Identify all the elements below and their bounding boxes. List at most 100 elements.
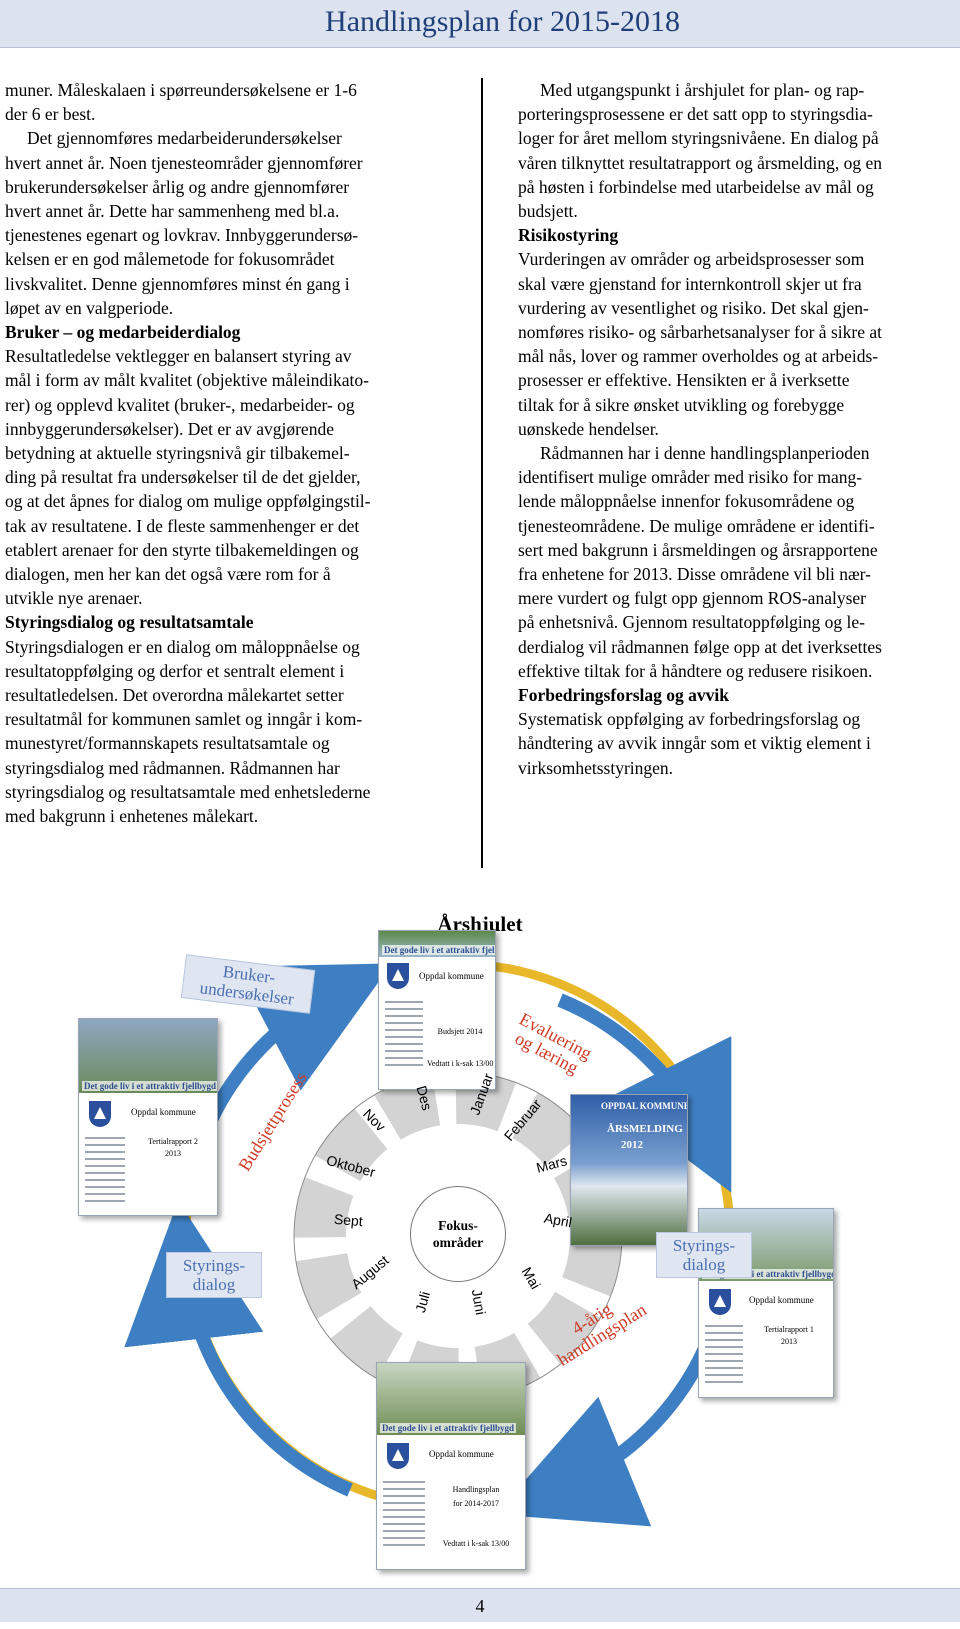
- paragraph-line: tiltak for å sikre ønsket utvikling og f…: [518, 394, 845, 415]
- month-label: Sept: [333, 1210, 364, 1230]
- paragraph-line: utvikle nye arenaer.: [5, 588, 143, 609]
- paragraph-line: resultatoppfølging og derfor et sentralt…: [5, 660, 345, 681]
- doc-org: Oppdal kommune: [131, 1107, 196, 1117]
- doc-text-lines: [85, 1137, 125, 1207]
- paragraph-line: lende måloppnåelse innenfor fokusområden…: [518, 491, 855, 512]
- paragraph-line: mere vurdert og fulgt opp gjennom ROS-an…: [518, 588, 866, 609]
- crest-icon: [89, 1101, 111, 1127]
- paragraph-line: effektive tiltak for å håndtere og redus…: [518, 660, 873, 681]
- doc-org: Oppdal kommune: [419, 971, 484, 981]
- paragraph-line: våren tilknyttet resultatrapport og årsm…: [518, 152, 882, 173]
- paragraph-line: sert med bakgrunn i årsmeldingen og årsr…: [518, 539, 878, 560]
- paragraph-line: brukerundersøkelser årlig og andre gjenn…: [5, 176, 350, 197]
- paragraph-line: nomføres risiko- og sårbarhetsanalyser f…: [518, 322, 882, 343]
- paragraph-line: Med utgangspunkt i årshjulet for plan- o…: [540, 80, 865, 100]
- doc-title: Handlingsplan: [452, 1485, 500, 1494]
- doc-banner-text: Det gode liv i et attraktiv fjellbygd: [380, 1423, 516, 1433]
- doc-year: 2012: [621, 1139, 643, 1151]
- doc-banner-text: Det gode liv i et attraktiv fjellbygd: [702, 1269, 833, 1279]
- paragraph-line: mål i form av målt kvalitet (objektive m…: [5, 370, 369, 391]
- section-body: Systematisk oppfølging av forbedringsfor…: [518, 707, 958, 780]
- document-thumbnail-annual-report: OPPDAL KOMMUNE ÅRSMELDING 2012: [570, 1094, 688, 1246]
- document-thumbnail-tertial-2: Det gode liv i et attraktiv fjellbygd Op…: [78, 1018, 218, 1216]
- paragraph-line: håndtering av avvik inngår som et viktig…: [518, 733, 871, 754]
- paragraph-line: styringsdialog med rådmannen. Rådmannen …: [5, 757, 340, 778]
- paragraph-line: hvert annet år. Dette har sammenheng med…: [5, 201, 340, 222]
- paragraph-line: porteringsprosessene er det satt opp to …: [518, 104, 873, 125]
- paragraph-line: dialogen, men her kan det også være rom …: [5, 564, 331, 585]
- doc-title: Budsjett 2014: [437, 1027, 483, 1036]
- paragraph-line: munestyret/formannskapets resultatsamtal…: [5, 733, 330, 754]
- section-body: Resultatledelse vektlegger en balansert …: [5, 344, 445, 610]
- paragraph-line: Det gjennomføres medarbeiderundersøkelse…: [27, 128, 342, 149]
- paragraph-line: prosesser er effektive. Hensikten er å i…: [518, 370, 850, 391]
- paragraph-line: budsjett.: [518, 201, 578, 222]
- centre-line: områder: [432, 1235, 484, 1250]
- label-line: dialog: [192, 1275, 236, 1294]
- paragraph-line: på enhetsnivå. Gjennom resultatoppfølgin…: [518, 612, 866, 633]
- paragraph-line: rer) og opplevd kvalitet (bruker-, medar…: [5, 394, 355, 415]
- paragraph-line: ding på resultat fra undersøkelser til d…: [5, 467, 361, 488]
- annual-wheel-diagram: Årshjulet Det gode liv i et attraktiv fj…: [0, 890, 960, 1580]
- paragraph-line: resultatledelsen. Det overordna målekart…: [5, 685, 344, 706]
- paragraph-line: identifisert mulige områder med risiko f…: [518, 467, 863, 488]
- document-thumbnail-action-plan: Det gode liv i et attraktiv fjellbygd Op…: [376, 1362, 526, 1570]
- document-title: Handlingsplan for 2015-2018: [325, 5, 680, 38]
- paragraph-intro: Med utgangspunkt i årshjulet for plan- o…: [518, 78, 958, 223]
- doc-banner-text: Det gode liv i et attraktiv fjellbygd: [382, 945, 495, 955]
- paragraph-line: livskvalitet. Denne gjennomføres minst é…: [5, 273, 350, 294]
- label-line: Styrings-: [672, 1236, 736, 1255]
- paragraph-line: Systematisk oppfølging av forbedringsfor…: [518, 709, 861, 730]
- doc-note: Vedtatt i k-sak 13/00: [427, 1059, 494, 1068]
- paragraph-line: betydning at aktuelle styringsnivå gir t…: [5, 443, 350, 464]
- paragraph-line: uønskede hendelser.: [518, 418, 659, 439]
- paragraph-line: løpet av en valgperiode.: [5, 297, 174, 318]
- doc-text-lines: [385, 1001, 423, 1071]
- crest-icon: [387, 963, 409, 989]
- doc-subtitle: 2013: [165, 1149, 181, 1158]
- doc-year: 2013: [781, 1337, 797, 1346]
- left-column: muner. Måleskalaen i spørreundersøkelsen…: [5, 78, 445, 828]
- paragraph-line: på høsten i forbindelse med utarbeidelse…: [518, 176, 874, 197]
- paragraph-line: mål nås, lover og rammer overholdes og a…: [518, 346, 879, 367]
- crest-icon: [387, 1443, 409, 1469]
- paragraph-line: Styringsdialogen er en dialog om måloppn…: [5, 636, 360, 657]
- paragraph-line: Rådmannen har i denne handlingsplanperio…: [540, 443, 870, 464]
- doc-text-lines: [705, 1325, 743, 1388]
- paragraph-line: der 6 er best.: [5, 104, 96, 125]
- paragraph-line: og at det åpnes for dialog om mulige opp…: [5, 491, 371, 512]
- label-steering-dialog-left: Styrings- dialog: [166, 1252, 262, 1298]
- paragraph-line: Vurderingen av områder og arbeidsprosess…: [518, 249, 865, 270]
- section-heading: Bruker – og medarbeiderdialog: [5, 322, 241, 343]
- section-heading: Styringsdialog og resultatsamtale: [5, 612, 254, 633]
- paragraph-line: vurdering av vesentlighet og risiko. Det…: [518, 297, 869, 318]
- page-footer: 4: [0, 1588, 960, 1622]
- centre-line: Fokus-: [438, 1218, 478, 1233]
- paragraph-survey: Det gjennomføres medarbeiderundersøkelse…: [5, 126, 445, 320]
- page-number: 4: [475, 1596, 485, 1616]
- paragraph-line: loger for året mellom styringsnivåene. E…: [518, 128, 879, 149]
- doc-note: Vedtatt i k-sak 13/00: [442, 1539, 510, 1548]
- paragraph-line: med bakgrunn i enhetenes målekart.: [5, 806, 259, 827]
- label-steering-dialog-right: Styrings- dialog: [656, 1232, 752, 1278]
- section-heading: Forbedringsforslag og avvik: [518, 685, 729, 706]
- document-thumbnail-budget: Det gode liv i et attraktiv fjellbygd Op…: [378, 930, 496, 1090]
- paragraph-line: skal være gjenstand for internkontroll s…: [518, 273, 862, 294]
- paragraph-line: tjenestenes egenart og lovkrav. Innbygge…: [5, 225, 359, 246]
- doc-banner-text: Det gode liv i et attraktiv fjellbygd: [82, 1081, 217, 1091]
- doc-title: ÅRSMELDING: [607, 1123, 683, 1135]
- doc-title: Tertialrapport 2: [148, 1137, 198, 1146]
- doc-org: Oppdal kommune: [749, 1295, 814, 1305]
- paragraph-line: muner. Måleskalaen i spørreundersøkelsen…: [5, 80, 357, 100]
- label-line: Styrings-: [182, 1256, 246, 1275]
- paragraph-line: kelsen er en god målemetode for fokusomr…: [5, 249, 335, 270]
- paragraph-line: resultatmål for kommunen samlet og inngå…: [5, 709, 363, 730]
- crest-icon: [709, 1289, 731, 1315]
- focus-areas-centre: Fokus- områder: [410, 1186, 506, 1282]
- paragraph-line: derdialog vil rådmannen følge opp at det…: [518, 636, 882, 657]
- paragraph-line: fra enhetene for 2013. Disse områdene vi…: [518, 564, 871, 585]
- paragraph-line: hvert annet år. Noen tjenesteområder gje…: [5, 152, 363, 173]
- paragraph-line: etablert arenaer for den styrte tilbakem…: [5, 539, 359, 560]
- paragraph-line: tak av resultatene. I de fleste sammenhe…: [5, 515, 360, 536]
- paragraph-line: Resultatledelse vektlegger en balansert …: [5, 346, 352, 367]
